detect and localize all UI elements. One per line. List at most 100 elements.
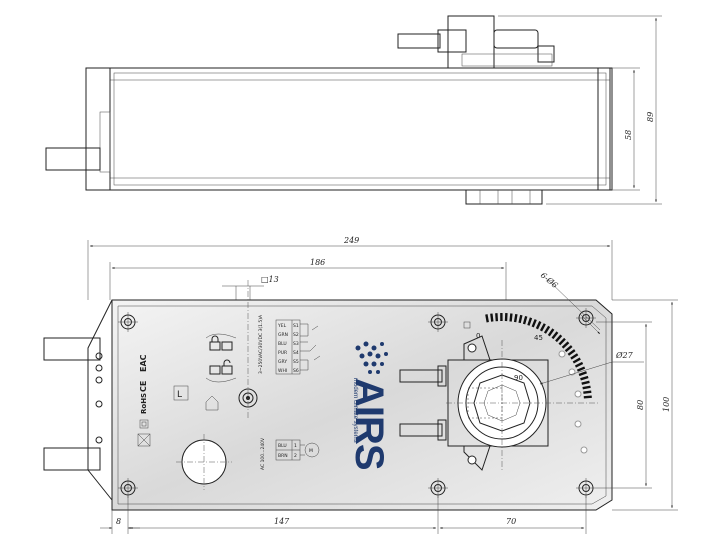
scale-tick: [567, 349, 576, 356]
power-pin: 1: [294, 443, 297, 449]
scale-tick: [527, 317, 533, 326]
scale-tick: [551, 331, 559, 340]
brand-logo: AIRS modern climate systems: [347, 341, 391, 470]
brand-name: AIRS: [347, 378, 391, 470]
manual-mark: L: [177, 390, 182, 400]
indicator-dot: [574, 420, 582, 428]
lock-icon: [209, 335, 233, 351]
top-bottom-connectors: [465, 189, 543, 205]
top-housing: [109, 67, 611, 191]
scale-tick: [572, 357, 581, 364]
scale-mid: 45: [534, 334, 543, 342]
dim-shaft-diameter: Ø27: [615, 351, 634, 360]
scale-tick: [570, 353, 579, 360]
dim-hole-spacing-bottom: 147: [274, 517, 290, 526]
manual-mark-box: [173, 385, 189, 401]
brand-slogan: modern climate systems: [352, 378, 358, 443]
wire-pin: S4: [293, 350, 299, 356]
power-pin: 2: [294, 453, 297, 459]
wire-color: WHI: [278, 368, 287, 374]
scale-tick: [513, 313, 518, 323]
scale-tick: [495, 313, 499, 322]
scale-tick: [518, 314, 523, 324]
power-rating: AC 100...240V: [260, 437, 266, 470]
power-wiring-table: BLU BRN 1 2 M: [275, 439, 320, 461]
dim-right-offset: 70: [506, 517, 516, 526]
mount-holes: [118, 308, 596, 498]
power-wire-color: BRN: [278, 453, 288, 459]
top-shaft-clamp: [397, 15, 555, 69]
hand-crank-icon: [205, 395, 219, 411]
scale-tick: [543, 325, 551, 334]
wire-color: YEL: [277, 323, 287, 329]
dim-mount-hole: 6-Ø6: [539, 271, 560, 290]
scale-max: 90: [514, 374, 523, 382]
scale-tick: [583, 395, 592, 399]
lower-spindle: [399, 423, 443, 437]
upper-spindle: [399, 369, 443, 383]
wire-pin: S2: [293, 332, 299, 338]
scale-zero: 0: [476, 332, 480, 340]
cable-gland: [176, 434, 232, 490]
mount-hole: [576, 478, 596, 498]
logo-dots-icon: [355, 341, 388, 374]
scale-tick: [509, 313, 513, 322]
scale-tick: [555, 334, 563, 343]
wire-color: BLU: [278, 341, 287, 347]
scale-tick: [485, 314, 489, 323]
top-housing-inner: [113, 72, 607, 186]
scale-tick: [561, 341, 570, 349]
dim-left-offset: 8: [116, 517, 121, 526]
wire-pin: S6: [293, 368, 299, 374]
ce-mark: CE: [139, 381, 148, 392]
wire-pin: S3: [293, 341, 299, 347]
wire-pin: S5: [293, 359, 299, 365]
top-output-shaft: [397, 33, 441, 49]
unlock-icon: [209, 359, 233, 375]
rohs-mark: RoHS: [140, 393, 148, 414]
mount-hole: [428, 312, 448, 332]
scale-tick: [574, 361, 584, 368]
top-left-shaft: [45, 147, 101, 171]
svg-text:M: M: [309, 448, 313, 454]
wire-color: PUR: [278, 350, 287, 356]
scale-tick: [531, 319, 537, 328]
eac-mark: EAC: [139, 354, 148, 372]
wire-color: GRN: [278, 332, 288, 338]
front-left-shaft-upper: [43, 337, 101, 361]
mount-hole: [576, 308, 596, 328]
scale-tick: [535, 321, 542, 330]
scale-tick: [539, 323, 546, 332]
indicator-dot: [574, 390, 582, 398]
scale-tick: [564, 345, 573, 353]
aux-wiring-table: YEL GRN BLU PUR GRY WHI S1 S2 S3 S4 S5 S…: [275, 319, 321, 375]
dim-depth-total: 89: [646, 112, 655, 122]
mount-hole: [428, 478, 448, 498]
scale-tick: [578, 371, 587, 377]
rotate-arrow-icon: [205, 333, 237, 339]
mount-hole: [118, 478, 138, 498]
rotation-scale: [485, 312, 592, 399]
scale-tick: [582, 385, 591, 390]
scale-tick: [547, 328, 555, 337]
switch-schematic-icon: [300, 323, 317, 371]
indicator-dot: [558, 350, 566, 358]
dim-hole-spacing-top: 186: [310, 258, 325, 267]
dim-height-inner: 80: [636, 400, 645, 410]
scale-tick: [490, 313, 494, 322]
wire-pin: S1: [293, 323, 299, 329]
scale-tick: [576, 366, 586, 372]
top-left-flange: [85, 67, 111, 191]
motor-symbol-icon: M: [300, 442, 320, 458]
dim-shaft-square: □13: [261, 275, 279, 284]
dim-overall-length: 249: [343, 236, 359, 245]
front-left-shaft-lower: [43, 447, 101, 471]
dim-depth-inner: 58: [624, 130, 633, 140]
indicator-dot: [580, 446, 588, 454]
top-view: 58 89: [45, 15, 662, 205]
scale-tick: [580, 375, 589, 381]
zero-marker-icon: [463, 321, 471, 329]
mount-hole: [118, 312, 138, 332]
aux-rating: 3~250VAC/30VDC 3(1.5)A: [258, 314, 264, 374]
